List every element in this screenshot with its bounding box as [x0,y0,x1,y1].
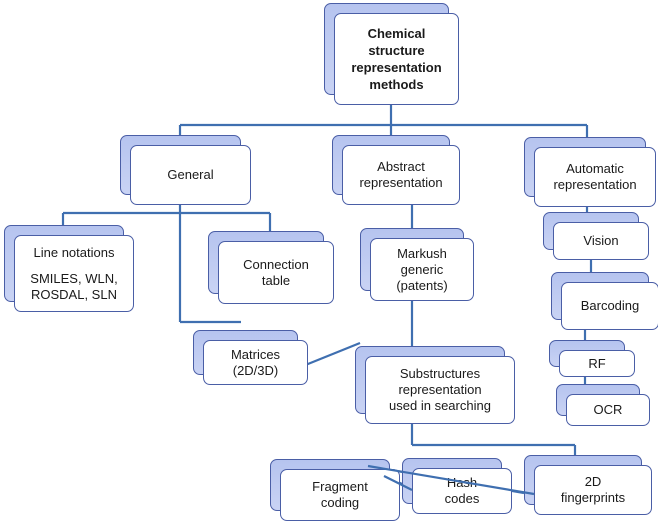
node-face: Hash codes [412,468,512,514]
abstract-line-2: representation [359,175,443,190]
node-face: Line notations SMILES, WLN, ROSDAL, SLN [14,235,134,312]
fingerprints-line-1: 2D [584,474,602,489]
rf-label: RF [588,355,606,371]
matrices-line-1: Matrices [230,346,281,362]
node-matrices: Matrices (2D/3D) [193,330,308,385]
root-title-line-4: methods [369,77,424,92]
node-2d-fingerprints: 2D fingerprints [524,455,652,515]
node-abstract-representation: Abstract representation [332,135,460,205]
line-notations-detail-2: ROSDAL, SLN [31,286,117,302]
ocr-label: OCR [593,402,623,417]
node-face: Abstract representation [342,145,460,205]
markush-line-1: Markush [397,245,447,261]
substructures-line-1: Substructures [399,366,481,381]
node-face: RF [559,350,635,377]
fragment-coding-line-1: Fragment [312,479,368,494]
node-fragment-coding: Fragment coding [270,459,400,521]
node-face: Substructures representation used in sea… [365,356,515,424]
node-face: Chemical structure representation method… [334,13,459,105]
node-rf: RF [549,340,635,377]
node-face: Markush generic (patents) [370,238,474,301]
substructures-line-3: used in searching [389,398,491,413]
connection-table-line-2: table [261,272,291,288]
node-connection-table: Connection table [208,231,334,304]
automatic-line-1: Automatic [566,161,624,176]
fragment-coding-line-2: coding [320,495,360,510]
vision-label: Vision [583,233,619,248]
line-notations-title: Line notations [33,244,115,260]
root-title-line-2: structure [368,43,425,58]
fingerprints-line-2: fingerprints [560,490,626,505]
connection-table-line-1: Connection [243,256,309,272]
barcoding-label: Barcoding [580,298,640,313]
node-line-notations: Line notations SMILES, WLN, ROSDAL, SLN [4,225,134,312]
node-markush-generic: Markush generic (patents) [360,228,474,301]
node-substructures-representation: Substructures representation used in sea… [355,346,515,424]
markush-line-3: (patents) [396,277,448,293]
node-root: Chemical structure representation method… [324,3,459,105]
node-face: Connection table [218,241,334,304]
node-face: Fragment coding [280,469,400,521]
node-face: General [130,145,251,205]
node-vision: Vision [543,212,649,260]
node-face: 2D fingerprints [534,465,652,515]
root-title-line-1: Chemical [367,26,426,41]
node-hash-codes: Hash codes [402,458,512,514]
node-face: Matrices (2D/3D) [203,340,308,385]
node-general: General [120,135,251,205]
node-face: Automatic representation [534,147,656,207]
line-notations-detail-1: SMILES, WLN, [30,270,118,286]
hash-codes-line-1: Hash [446,475,478,490]
connector-matrices-substructures [297,341,361,370]
hash-codes-line-2: codes [444,491,480,506]
node-automatic-representation: Automatic representation [524,137,656,207]
root-title-line-3: representation [351,60,442,75]
substructures-line-2: representation [398,382,482,397]
node-face: Vision [553,222,649,260]
node-face: Barcoding [561,282,658,330]
node-barcoding: Barcoding [551,272,658,330]
markush-line-2: generic [400,261,444,277]
general-label: General [167,167,214,182]
abstract-line-1: Abstract [377,159,425,174]
node-ocr: OCR [556,384,650,426]
node-face: OCR [566,394,650,426]
matrices-line-2: (2D/3D) [232,362,279,378]
automatic-line-2: representation [553,177,637,192]
